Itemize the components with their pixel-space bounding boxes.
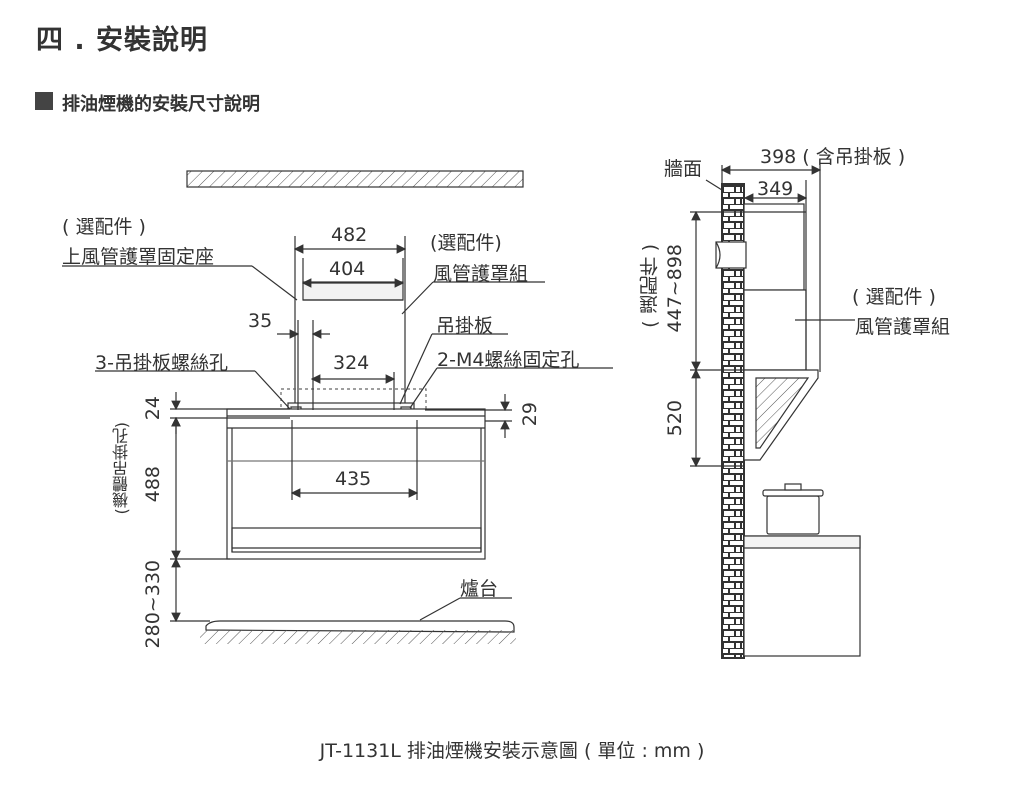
section-title: 四 . 安裝說明 <box>36 25 209 56</box>
side-view <box>690 165 861 659</box>
dim-404: 404 <box>329 258 366 280</box>
label-hanging-plate: 吊掛板 <box>436 315 494 337</box>
dim-398: 398 ( 含吊掛板 ) <box>760 146 906 168</box>
dim-324: 324 <box>333 352 370 374</box>
label-side-duct-cover-set: 風管護罩組 <box>855 316 951 338</box>
duct-cover <box>743 203 805 291</box>
dim-435: 435 <box>335 468 372 490</box>
label-plate-screw-holes: 3-吊掛板螺絲孔 <box>95 352 228 374</box>
label-m4-screw-holes: 2-M4螺絲固定孔 <box>437 349 580 371</box>
dim-35: 35 <box>248 310 273 332</box>
dim-520: 520 <box>664 400 686 437</box>
label-duct-cover-set: 風管護罩組 <box>433 263 529 285</box>
dim-447-898: 447~898 <box>664 244 686 333</box>
diagram-caption: JT-1131L 排油煙機安裝示意圖 ( 單位 : mm ) <box>319 740 705 762</box>
front-view <box>62 170 613 644</box>
dim-280-330: 280~330 <box>142 560 164 649</box>
dim-488: 488 <box>142 466 164 503</box>
label-machine-holes: (機體吊掛孔) <box>112 422 131 515</box>
dim-29: 29 <box>519 402 541 427</box>
label-stove: 爐台 <box>460 578 499 600</box>
stove-top <box>205 620 515 633</box>
label-side-optional: ( 選配件 ) <box>852 286 936 308</box>
label-optional-2: (選配件) <box>430 232 502 254</box>
square-bullet-icon <box>35 92 53 110</box>
stove-side <box>743 535 861 657</box>
label-optional-1: ( 選配件 ) <box>62 216 146 238</box>
dim-24: 24 <box>142 396 164 421</box>
pot <box>766 495 820 535</box>
label-upper-duct-mount: 上風管護罩固定座 <box>62 246 215 268</box>
dim-482: 482 <box>331 224 368 246</box>
upper-duct-mount <box>302 281 404 301</box>
dim-349: 349 <box>757 178 794 200</box>
hood-body <box>226 408 486 560</box>
subsection-title: 排油煙機的安裝尺寸說明 <box>62 94 260 115</box>
ceiling <box>186 170 524 188</box>
label-wall: 牆面 <box>664 158 703 180</box>
label-side-optional-vertical: ( 選配件 ) <box>639 244 661 328</box>
